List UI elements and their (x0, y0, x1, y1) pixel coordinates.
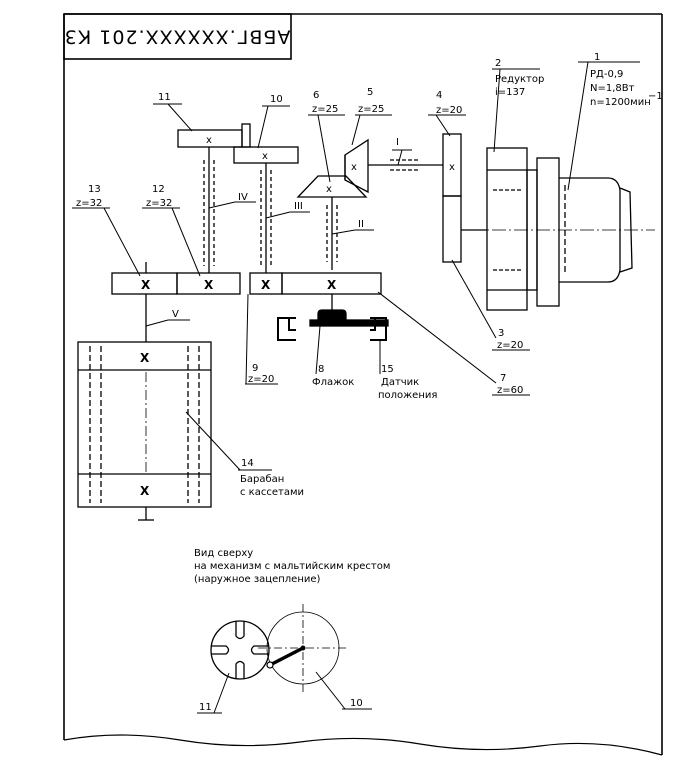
gear-12-mark: X (204, 278, 214, 292)
drum-name-line2: с кассетами (240, 487, 304, 498)
gear-10-mark: x (262, 151, 268, 162)
flag-8-name: Флажок (312, 377, 354, 388)
drum-name-line1: Барабан (240, 474, 284, 485)
top-view-title-line1: Вид сверху (194, 548, 253, 559)
gear-6-teeth: z=25 (312, 104, 338, 115)
sheet-frame (63, 13, 663, 756)
gear-13-mark: X (141, 278, 151, 292)
geneva-crank (266, 645, 306, 669)
drum-with-cassettes (77, 341, 212, 521)
gear-9-position: 9 (252, 363, 258, 374)
gear-4-teeth: z=20 (436, 105, 462, 116)
shaft-II-label: II (358, 219, 364, 230)
flag-8 (309, 294, 389, 327)
bevel-gear-6 (296, 175, 368, 198)
gear-5-position: 5 (367, 87, 373, 98)
shaft-I (368, 149, 443, 171)
drum-position: 14 (241, 458, 254, 469)
drum-lower-mark: X (140, 484, 150, 498)
part-11-position: 11 (158, 92, 171, 103)
gear-4-3-assembly (442, 133, 487, 263)
gear-3-position: 3 (498, 328, 504, 339)
gear-9-mark: X (261, 278, 271, 292)
gear-9-teeth: z=20 (248, 374, 274, 385)
gear-7-mark: X (327, 278, 337, 292)
motor-speed-exponent: −1 (648, 91, 663, 102)
gear-4-position: 4 (436, 90, 442, 101)
gear-7-teeth: z=60 (497, 385, 523, 396)
reducer-name: Редуктор (495, 74, 544, 85)
reducer-ratio: i=137 (495, 87, 525, 98)
stamp-code: АБВГ.XXXXXX.201 К3 (64, 26, 291, 48)
drum-upper-mark: X (140, 351, 150, 365)
shaft-IV-label: IV (238, 192, 248, 203)
motor-power: N=1,8Вт (590, 83, 635, 94)
shaft-V (145, 319, 190, 327)
shaft-II (326, 197, 374, 270)
reducer (486, 147, 528, 311)
reducer-position: 2 (495, 58, 501, 69)
sensor-15-position: 15 (381, 364, 394, 375)
shaft-III-label: III (294, 201, 303, 212)
gear-4-mark: x (449, 162, 455, 173)
gear-12 (176, 272, 241, 295)
gear-6-position: 6 (313, 90, 319, 101)
shaft-I-label: I (396, 137, 399, 148)
shaft-IV (203, 147, 256, 273)
motor-type: РД-0,9 (590, 69, 623, 80)
gear-13-teeth: z=32 (76, 198, 102, 209)
bevel-gear-5-mark: x (351, 162, 357, 173)
flag-8-position: 8 (318, 364, 324, 375)
gear-11-mark: x (206, 135, 212, 146)
top-view-cross-position: 11 (199, 702, 212, 713)
top-view-title-line2: на механизм с мальтийским крестом (194, 561, 390, 572)
stamp-box: АБВГ.XXXXXX.201 К3 (63, 13, 292, 60)
position-sensor-15 (277, 317, 387, 341)
gear-12-position: 12 (152, 184, 165, 195)
top-view-driver-position: 10 (350, 698, 363, 709)
part-10-position: 10 (270, 94, 283, 105)
motor-position: 1 (594, 52, 600, 63)
gear-13-position: 13 (88, 184, 101, 195)
gear-11 (177, 123, 251, 148)
sensor-15-name-line2: положения (378, 390, 437, 401)
geneva-cross (210, 620, 270, 680)
top-view-title-line3: (наружное зацепление) (194, 574, 321, 585)
gear-5-teeth: z=25 (358, 104, 384, 115)
gear-3-teeth: z=20 (497, 340, 523, 351)
gear-7-position: 7 (500, 373, 506, 384)
motor (526, 157, 633, 307)
shaft-V-label: V (172, 309, 179, 320)
bevel-gear-6-mark: x (326, 184, 332, 195)
shaft-III (260, 163, 310, 273)
gear-12-teeth: z=32 (146, 198, 172, 209)
sensor-15-name-line1: Датчик (381, 377, 419, 388)
motor-speed: n=1200мин (590, 97, 651, 108)
